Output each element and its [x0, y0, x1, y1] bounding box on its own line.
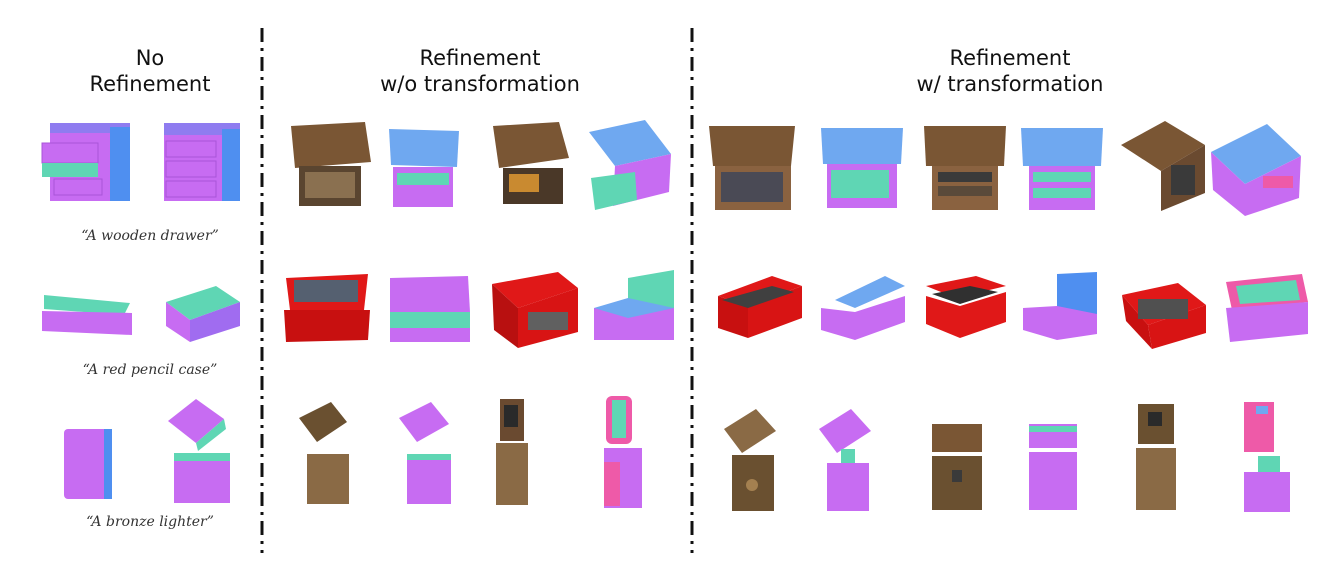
header-line-2: w/ transformation [916, 72, 1104, 96]
drawer-w-1 [709, 126, 795, 210]
case-norefine-1 [42, 295, 132, 335]
lighter-wo-2 [399, 402, 451, 504]
drawer-wo-4 [589, 120, 671, 210]
header-line-1: Refinement [419, 46, 541, 70]
case-w-1 [718, 276, 802, 338]
drawer-w-4 [1021, 128, 1103, 210]
divider-left [260, 28, 264, 553]
case-wo-2 [390, 276, 470, 342]
case-w-3 [926, 276, 1006, 338]
case-w-6 [1226, 274, 1308, 342]
header-line-2: Refinement [89, 72, 211, 96]
drawer-w-3 [924, 126, 1006, 210]
lighter-norefine-1 [64, 429, 112, 499]
lighter-norefine-2 [168, 399, 230, 503]
header-line-1: No [135, 46, 165, 70]
lighter-wo-4 [604, 396, 642, 508]
lighter-w-4 [1029, 424, 1077, 510]
case-wo-3 [492, 272, 578, 348]
lighter-w-6 [1244, 402, 1290, 512]
header-line-2: w/o transformation [380, 72, 580, 96]
caption-drawer: “A wooden drawer” [81, 228, 219, 244]
lighter-w-1 [724, 409, 776, 511]
header-line-1: Refinement [949, 46, 1071, 70]
caption-lighter: “A bronze lighter” [86, 514, 214, 530]
lighter-w-2 [819, 409, 871, 511]
case-w-2 [821, 276, 905, 340]
lighter-wo-3 [496, 399, 528, 505]
lighter-w-3 [932, 424, 982, 510]
drawer-wo-2 [389, 129, 459, 207]
header-refinement-w-transformation: Refinement w/ transformation [880, 45, 1140, 97]
case-w-4 [1023, 272, 1097, 340]
drawer-norefine-2 [164, 123, 240, 201]
lighter-w-5 [1136, 404, 1176, 510]
divider-right [690, 28, 694, 553]
case-norefine-2 [166, 286, 240, 342]
header-no-refinement: No Refinement [70, 45, 230, 97]
caption-pencil-case: “A red pencil case” [82, 362, 218, 378]
header-refinement-wo-transformation: Refinement w/o transformation [360, 45, 600, 97]
drawer-w-6 [1211, 124, 1301, 216]
drawer-norefine-1 [41, 123, 130, 201]
case-wo-4 [594, 270, 674, 340]
case-wo-1 [284, 274, 370, 342]
drawer-w-2 [821, 128, 903, 208]
drawer-wo-1 [291, 122, 371, 206]
drawer-w-5 [1121, 121, 1205, 211]
case-w-5 [1122, 283, 1206, 349]
lighter-wo-1 [299, 402, 349, 504]
drawer-wo-3 [493, 122, 569, 204]
